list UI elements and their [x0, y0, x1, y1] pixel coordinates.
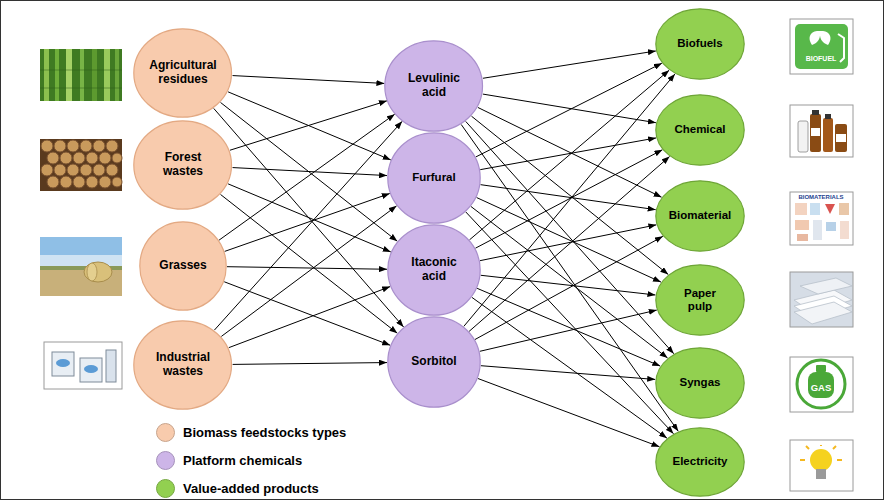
bamboo-photo: [40, 49, 122, 101]
node-text: Itaconic acid: [402, 256, 466, 284]
arrow-connector: [228, 92, 391, 160]
node-label: Biofuels: [677, 37, 722, 50]
arrow-connector: [221, 194, 398, 333]
legend-swatch: [156, 423, 175, 442]
node-label: Forest wastes: [146, 151, 220, 179]
legend-text: Biomass feedstocks types: [183, 425, 346, 440]
arrow-connector: [476, 63, 662, 157]
node-text: Industrial wastes: [146, 351, 220, 379]
arrow-connector: [233, 76, 385, 84]
arrow-connector: [478, 378, 660, 446]
syngas-icon: [790, 357, 853, 412]
arrow-connector: [471, 116, 668, 274]
arrow-connector: [230, 101, 387, 150]
arrow-connector: [219, 114, 395, 240]
platform-chemical-circle: Itaconic acid: [387, 224, 481, 316]
arrow-connector: [469, 157, 669, 332]
product-circle: Biomaterial: [655, 180, 745, 252]
icon-caption: GAS: [811, 382, 832, 393]
arrow-connector: [464, 74, 675, 326]
grass-field-photo: [40, 237, 122, 296]
legend-text: Platform chemicals: [183, 453, 302, 468]
product-circle: Paper pulp: [655, 264, 745, 336]
legend-text: Value-added products: [183, 481, 319, 496]
arrow-connector: [214, 121, 402, 330]
node-text: Agricultural residues: [146, 59, 220, 87]
legend-entry: Biomass feedstocks types: [156, 423, 346, 442]
biofuel-icon: [790, 19, 853, 74]
arrow-connector: [469, 70, 669, 240]
node-label: Chemical: [674, 123, 725, 136]
paper-pulp-icon: [790, 272, 853, 327]
arrow-connector: [225, 194, 390, 252]
node-label: Paper pulp: [674, 287, 726, 313]
node-label: Grasses: [159, 259, 206, 273]
node-label: Agricultural residues: [146, 59, 220, 87]
product-circle: Syngas: [655, 347, 745, 419]
arrow-connector: [483, 51, 656, 78]
arrow-connector: [480, 310, 657, 351]
arrow-connector: [478, 107, 662, 197]
product-circle: Electricity: [655, 427, 745, 497]
arrow-connector: [481, 366, 655, 380]
node-label: Electricity: [673, 455, 728, 468]
arrow-connector: [233, 363, 387, 365]
arrow-connector: [475, 236, 663, 339]
feedstock-circle: Forest wastes: [133, 120, 232, 210]
arrow-connector: [481, 275, 656, 295]
node-text: Biomaterial: [669, 209, 732, 222]
node-text: Sorbitol: [411, 355, 456, 369]
arrow-connector: [483, 94, 656, 123]
product-circle: Chemical: [655, 94, 745, 166]
node-label: Sorbitol: [411, 355, 456, 369]
platform-chemical-circle: Sorbitol: [387, 316, 481, 408]
platform-chemical-circle: Furfural: [387, 132, 481, 224]
arrow-connector: [233, 168, 388, 176]
node-text: Furfural: [412, 171, 455, 184]
feedstock-circle: Industrial wastes: [133, 320, 232, 410]
arrow-connector: [466, 121, 674, 353]
node-text: Biofuels: [677, 37, 722, 50]
node-label: Levulinic acid: [397, 72, 471, 100]
arrow-connector: [214, 108, 404, 327]
legend-swatch: [156, 451, 175, 470]
arrow-connector: [461, 124, 678, 431]
feedstock-circle: Grasses: [139, 221, 227, 311]
node-label: Furfural: [412, 171, 455, 184]
node-label: Syngas: [680, 376, 721, 389]
icon-caption: BIOMATERIALS: [798, 194, 843, 200]
icon-caption: BIOFUEL: [806, 55, 837, 62]
legend-entry: Value-added products: [156, 479, 319, 498]
node-text: Grasses: [159, 259, 206, 273]
legend-swatch: [156, 479, 175, 498]
arrow-connector: [480, 225, 656, 261]
chemical-bottles-icon: [790, 105, 853, 157]
node-text: Electricity: [673, 455, 728, 468]
platform-chemical-circle: Levulinic acid: [384, 40, 483, 132]
biomaterials-icon: [790, 192, 853, 245]
logs-photo: [40, 139, 122, 191]
node-label: Biomaterial: [669, 209, 732, 222]
node-text: Syngas: [680, 376, 721, 389]
legend-entry: Platform chemicals: [156, 451, 302, 470]
feedstock-circle: Agricultural residues: [133, 28, 232, 118]
arrow-connector: [480, 138, 656, 170]
node-label: Industrial wastes: [146, 351, 220, 379]
arrow-connector: [472, 297, 667, 438]
node-text: Forest wastes: [146, 151, 220, 179]
arrow-connector: [481, 185, 656, 210]
node-text: Paper pulp: [674, 287, 726, 313]
arrow-connector: [475, 150, 662, 248]
node-text: Levulinic acid: [397, 72, 471, 100]
node-label: Itaconic acid: [402, 256, 466, 284]
arrow-connector: [229, 287, 390, 348]
arrow-connector: [466, 212, 674, 434]
electricity-bulb-icon: [790, 440, 853, 491]
product-circle: Biofuels: [655, 8, 745, 80]
node-text: Chemical: [674, 123, 725, 136]
arrow-connector: [227, 267, 387, 270]
industrial-waste-picture: [44, 342, 122, 389]
